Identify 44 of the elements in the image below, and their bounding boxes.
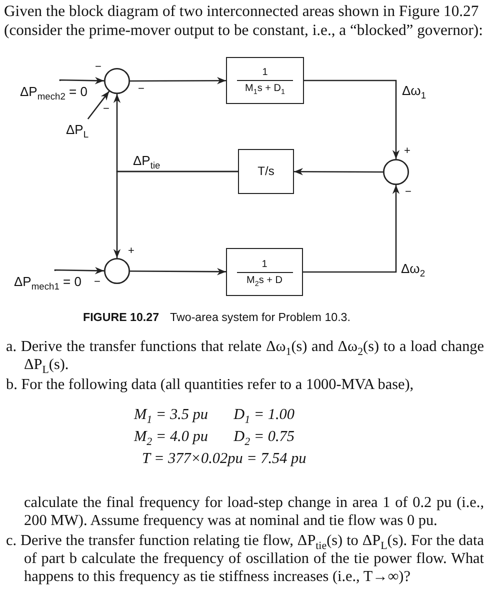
edge-label: Δω$_{1}$: [402, 84, 426, 97]
transfer-function-block: [226, 57, 304, 104]
edge-label: Δω$_{2}$: [401, 262, 426, 275]
sum-sign: −: [138, 84, 144, 95]
equation: D$_{2}$ = 0.75: [234, 428, 296, 446]
summing-junction: [104, 258, 130, 284]
edge-label: ΔP$_{tie}$: [133, 154, 160, 167]
signal-arrow: [59, 77, 104, 84]
sum-sign: −: [94, 277, 100, 288]
question-text: c. Derive the transfer function relating tie flow, ΔP$_{tie}$(s) to ΔP$_{L}$(s). For the data of part b calculate the frequency of oscillation of the tie power flow. What happens to this frequency as tie stiffness increases (i.e., T→∞)?: [6, 532, 484, 586]
signal-arrow: [294, 168, 383, 176]
numerator: 1: [260, 258, 268, 270]
summing-junction: [104, 68, 130, 94]
denominator: M$_{1}$s + D$_{1}$: [244, 83, 286, 94]
figure-caption: FIGURE 10.27 Two-area system for Problem 10.3.: [83, 311, 350, 324]
signal-arrow: [304, 80, 400, 159]
input-label: ΔP$_{mech1}$ = 0: [14, 275, 82, 288]
transfer-function-block: [238, 149, 294, 194]
question-text: b. For the following data (all quantities refer to a 1000-MVA base),: [6, 376, 415, 394]
transfer-function-block: [226, 248, 303, 296]
equation: M$_{1}$ = 3.5 pu: [134, 406, 209, 424]
sum-sign: +: [128, 246, 134, 257]
signal-arrow: [303, 185, 400, 273]
summing-junction: [383, 159, 409, 185]
equation: M$_{2}$ = 4.0 pu: [134, 428, 209, 446]
equation: T = 377×0.02pu = 7.54 pu: [141, 450, 306, 468]
input-label: ΔP$_{mech2}$ = 0: [20, 85, 88, 98]
denominator: M$_{2}$s + D: [246, 274, 284, 286]
equation: D$_{1}$ = 1.00: [234, 406, 296, 424]
sum-sign: −: [405, 187, 412, 198]
block-label: T/s: [256, 164, 276, 178]
signal-arrow: [130, 268, 226, 276]
signal-arrow: [113, 170, 238, 258]
numerator: 1: [261, 67, 269, 78]
question-text: a. Derive the transfer functions that relate Δω$_{1}$(s) and Δω$_{2}$(s) to a load change ΔP$_{L}$(s).: [6, 338, 484, 374]
signal-arrow: [87, 90, 110, 120]
input-label: ΔP$_{L}$: [66, 123, 89, 136]
sum-sign: +: [404, 146, 410, 157]
problem-statement: Given the block diagram of two interconnected areas shown in Figure 10.27 (consider the prime-mover output to be constant, i.e., a “blocked” governor):: [4, 2, 484, 40]
sum-sign: −: [103, 104, 110, 115]
signal-arrow: [130, 77, 226, 84]
sum-sign: −: [95, 62, 102, 73]
signal-arrow: [54, 267, 104, 274]
question-text: calculate the final frequency for load-step change in area 1 of 0.2 pu (i.e., 200 MW). Assume frequency was at nominal and tie flow was 0 pu.: [23, 494, 484, 530]
